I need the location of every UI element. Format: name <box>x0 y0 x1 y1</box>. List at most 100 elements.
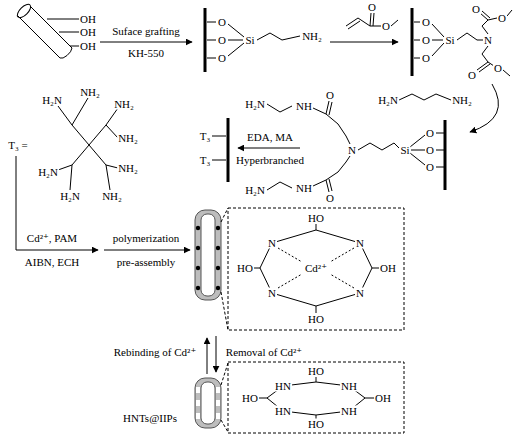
zoom-leader <box>221 363 228 432</box>
atom-label: O <box>217 35 227 46</box>
nanotube-core <box>201 382 215 424</box>
atom-label: O <box>325 193 335 204</box>
amine-label: NH₂ <box>301 31 323 42</box>
atom-label: N <box>267 288 277 299</box>
atom-label: O <box>421 35 431 46</box>
amine-label: H₂N <box>37 167 59 178</box>
reaction-condition: Suface grafting <box>111 26 181 37</box>
reaction-arrow <box>104 250 190 251</box>
amide-label: NH <box>295 101 313 112</box>
reagent-name: KH-550 <box>127 48 165 59</box>
reaction-condition: EDA, MA <box>246 132 294 143</box>
atom-label: O <box>425 128 435 139</box>
amide-bonds <box>267 101 444 192</box>
amine-label: H₂N <box>244 185 266 196</box>
group-symbol: T₃ = <box>7 140 29 151</box>
atom-label: Si <box>244 35 255 46</box>
atom-label: O <box>325 90 335 101</box>
coordination-bonds <box>278 248 354 288</box>
imprinted-cavities <box>196 387 220 419</box>
dendrimer-bonds <box>58 98 118 190</box>
reaction-condition: Hyperbranched <box>235 155 305 166</box>
imprinted-shell <box>195 210 221 300</box>
hydroxyl-label: HO <box>241 393 259 404</box>
removal-arrow <box>216 336 217 372</box>
reaction-arrow <box>16 156 98 250</box>
amine-label: NH₂ <box>101 191 123 202</box>
process-label: Removal of Cd²⁺ <box>225 347 303 358</box>
atom-label: O <box>421 53 431 64</box>
surface-bar <box>227 118 230 182</box>
atom-label: O <box>421 17 431 28</box>
reaction-condition: AIBN, ECH <box>24 257 80 268</box>
hydroxyl-label: HO <box>236 263 254 274</box>
rebinding-arrow <box>207 338 208 374</box>
atom-label: N <box>355 238 365 249</box>
atom-label: O <box>425 145 435 156</box>
reaction-arrow <box>330 42 398 43</box>
zoom-leader <box>221 208 228 330</box>
surface-bar <box>204 8 207 72</box>
atom-label: O <box>381 21 391 32</box>
amine-label: NH₂ <box>451 95 473 106</box>
hydroxyl-bonds <box>257 377 376 419</box>
hydroxyl-label: OH <box>79 27 97 38</box>
amide-label: NH <box>295 183 313 194</box>
zoom-box <box>228 362 404 433</box>
macrocycle-ring <box>260 230 372 306</box>
graft-bonds <box>212 136 226 160</box>
hydroxyl-label: HO <box>307 419 325 430</box>
surface-bar <box>411 8 414 76</box>
atom-label: O <box>497 13 507 24</box>
template-ions <box>196 226 220 290</box>
ester-bonds <box>414 10 512 76</box>
amine-label: H₂N <box>244 99 266 110</box>
hydroxyl-label: OH <box>374 393 392 404</box>
hydroxyl-bonds <box>47 19 80 46</box>
nanotube-core <box>201 214 215 296</box>
amine-label: NH₂ <box>117 163 139 174</box>
amine-label: NH <box>340 406 358 417</box>
reaction-arrow <box>238 148 300 149</box>
atom-label: N <box>267 238 277 249</box>
atom-label: Si <box>399 145 410 156</box>
ethylenediamine-bonds <box>399 94 451 100</box>
atom-label: O <box>471 4 481 15</box>
group-symbol: T₃ <box>199 155 212 166</box>
amine-label: HN <box>274 381 292 392</box>
hydroxyl-label: OH <box>79 41 97 52</box>
atom-label: O <box>217 17 227 28</box>
atom-label: N <box>483 35 493 46</box>
surface-bar <box>444 120 447 190</box>
atom-label: Si <box>444 35 455 46</box>
atom-label: N <box>355 288 365 299</box>
amine-label: H₂N <box>41 95 63 106</box>
material-name: HNTs@IIPs <box>122 413 178 424</box>
nanotube-opening <box>15 2 33 20</box>
zoom-box <box>228 208 404 330</box>
amine-label: NH₂ <box>117 133 139 144</box>
atom-label: N <box>347 145 357 156</box>
hydroxyl-bonds <box>253 224 379 313</box>
hydroxyl-label: OH <box>79 14 97 25</box>
amine-label: NH₂ <box>113 99 135 110</box>
amine-label: HN <box>274 406 292 417</box>
atom-label: O <box>467 70 477 81</box>
reaction-condition: polymerization <box>112 233 181 244</box>
reaction-arrow <box>100 42 192 43</box>
hydroxyl-label: HO <box>307 213 325 224</box>
hydroxyl-label: HO <box>307 314 325 325</box>
group-symbol: T₃ <box>199 131 212 142</box>
amine-label: NH₂ <box>79 87 101 98</box>
atom-label: O <box>425 162 435 173</box>
reaction-condition: pre-assembly <box>116 257 177 268</box>
process-label: Rebinding of Cd²⁺ <box>113 347 197 358</box>
amine-label: NH <box>340 381 358 392</box>
hydroxyl-label: OH <box>379 263 397 274</box>
reaction-arrow <box>470 84 498 132</box>
amine-label: H₂N <box>59 191 81 202</box>
hydroxyl-label: HO <box>307 366 325 377</box>
